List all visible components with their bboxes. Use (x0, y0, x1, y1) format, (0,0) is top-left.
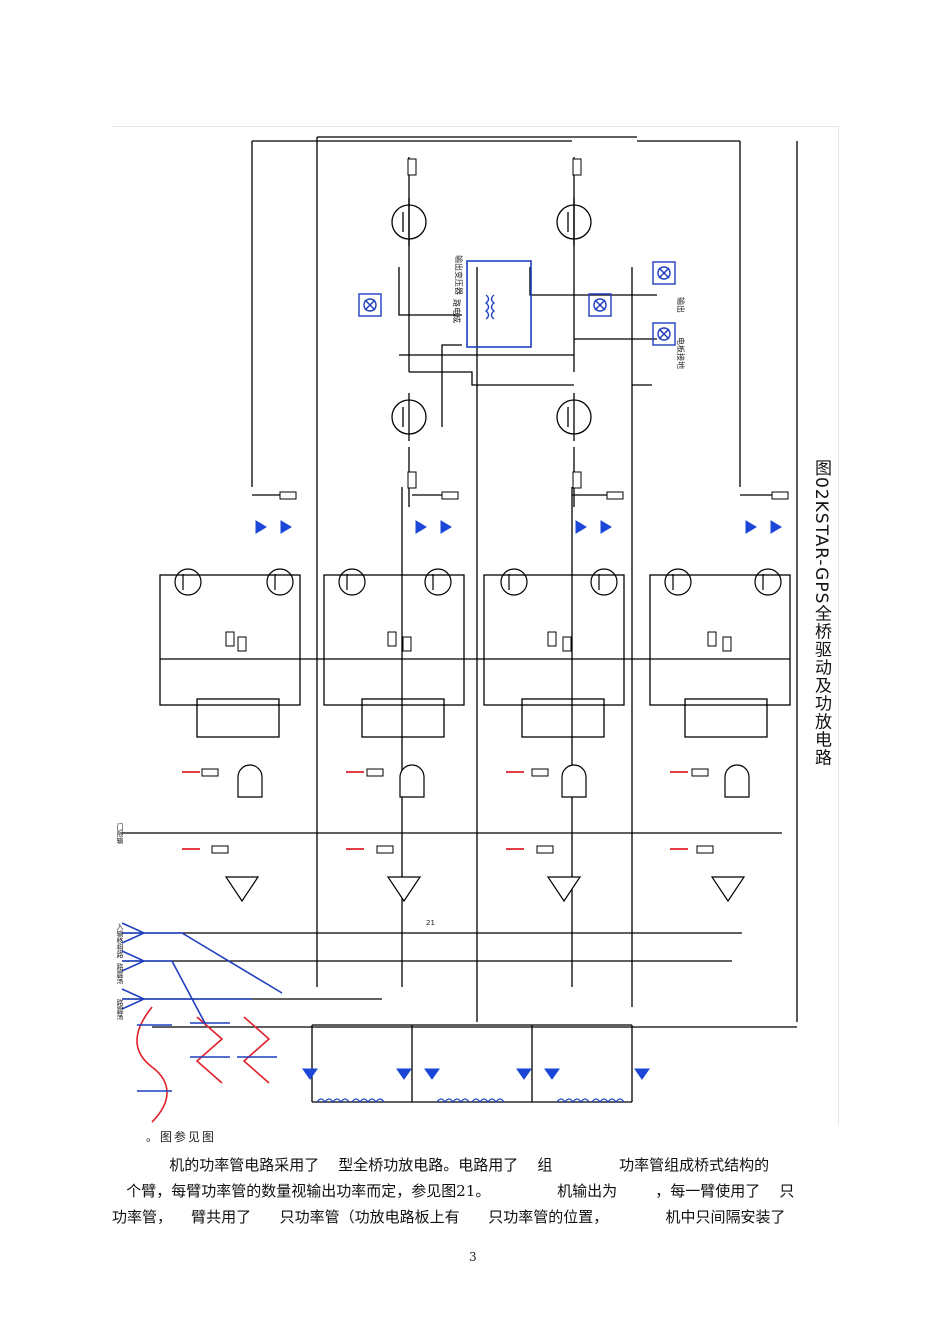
diode-symbol (415, 520, 427, 534)
paragraph-line-2: 个臂，每臂功率管的数量视输出功率而定，参见图21。 机输出为 ，每一臂使用了 只 (112, 1182, 795, 1200)
osc-input-a-label: 路震荡 (116, 963, 124, 984)
meter-dial-icon (363, 298, 377, 312)
figure-title: 图02KSTAR-GPS全桥驱动及功放电路 (811, 459, 831, 767)
resistor (547, 631, 557, 647)
paragraph-line-1: 机的功率管电路采用了 型全桥功放电路。电路用了 组 功率管组成桥式结构的 (112, 1156, 770, 1174)
inductor-coil (556, 1098, 590, 1104)
transistor-symbol (664, 568, 692, 596)
transistor-symbol (424, 568, 452, 596)
resistor (387, 631, 397, 647)
diode-symbol (280, 520, 292, 534)
resistor (707, 631, 717, 647)
output-label: 输出 (676, 297, 686, 313)
diode-symbol (440, 520, 452, 534)
diode-symbol (600, 520, 612, 534)
resistor (407, 158, 417, 176)
meter-box (358, 293, 382, 317)
paragraph-line-3: 功率管， 臂共用了 只功率管（功放电路板上有 只功率管的位置， 机中只间隔安装了 (112, 1208, 786, 1226)
and-gate-symbol (399, 764, 425, 798)
meter-dial-icon (657, 266, 671, 280)
meter-box (652, 261, 676, 285)
and-gate-symbol (724, 764, 750, 798)
diode-symbol (302, 1068, 318, 1080)
resistor (536, 845, 554, 854)
inductor-coil (316, 1098, 350, 1104)
op-amp-symbol (386, 876, 422, 903)
op-amp-symbol (546, 876, 582, 903)
inductor-coil (351, 1098, 385, 1104)
resistor (691, 768, 709, 777)
transistor-symbol (500, 568, 528, 596)
resistor (279, 491, 297, 500)
inductor-coil (471, 1098, 505, 1104)
diode-symbol (516, 1068, 532, 1080)
op-amp-symbol (224, 876, 260, 903)
resistor (225, 631, 235, 647)
meter-cross (658, 328, 670, 340)
resistor (572, 158, 582, 176)
op-amp-symbol (710, 876, 746, 903)
net-label: 路电成 (452, 299, 462, 323)
diode-symbol (745, 520, 757, 534)
meter-cross (364, 299, 376, 311)
meter-dial-icon (593, 298, 607, 312)
resistor (572, 471, 582, 489)
resistor (211, 845, 229, 854)
meter-cross (658, 267, 670, 279)
diode-symbol (575, 520, 587, 534)
diode-symbol (544, 1068, 560, 1080)
transistor-symbol (174, 568, 202, 596)
inductor-coil (591, 1098, 625, 1104)
transistor-symbol (754, 568, 782, 596)
diode-symbol (396, 1068, 412, 1080)
resistor (562, 636, 572, 652)
transistor-symbol (590, 568, 618, 596)
meter-cross (594, 299, 606, 311)
diode-symbol (634, 1068, 650, 1080)
reference-input-label: 门限输 (116, 823, 124, 844)
resistor (376, 845, 394, 854)
right-net-label: 电板接地 (676, 337, 686, 369)
resistor (366, 768, 384, 777)
and-gate-symbol (237, 764, 263, 798)
meter-dial-icon (657, 327, 671, 341)
and-gate-symbol (561, 764, 587, 798)
resistor (407, 471, 417, 489)
diode-symbol (255, 520, 267, 534)
inductor-coil (436, 1098, 470, 1104)
transistor-symbol (266, 568, 294, 596)
resistor (237, 636, 247, 652)
resistor (606, 491, 624, 500)
osc-input-b-label: 路震荡 (116, 999, 124, 1020)
meter-box (652, 322, 676, 346)
circuit-figure: 输出变压器 输出 路电成 电板接地 21 门限输 入输移相路 路震荡 路震荡 图… (112, 126, 839, 1125)
meter-box (588, 293, 612, 317)
resistor (771, 491, 789, 500)
drive-input-label: 入输移相路 (116, 923, 124, 958)
resistor (722, 636, 732, 652)
diode-symbol (424, 1068, 440, 1080)
diode-symbol (770, 520, 782, 534)
page-number: 3 (469, 1250, 477, 1264)
resistor (441, 491, 459, 500)
xfmr-label: 输出变压器 (454, 255, 464, 295)
figure-caption: 。图参见图 (146, 1130, 217, 1144)
resistor (696, 845, 714, 854)
transistor-symbol (338, 568, 366, 596)
resistor (531, 768, 549, 777)
resistor (402, 636, 412, 652)
pin-21-label: 21 (426, 919, 435, 927)
circuit-schematic: 输出变压器 输出 路电成 电板接地 21 (121, 136, 798, 1123)
resistor (201, 768, 219, 777)
